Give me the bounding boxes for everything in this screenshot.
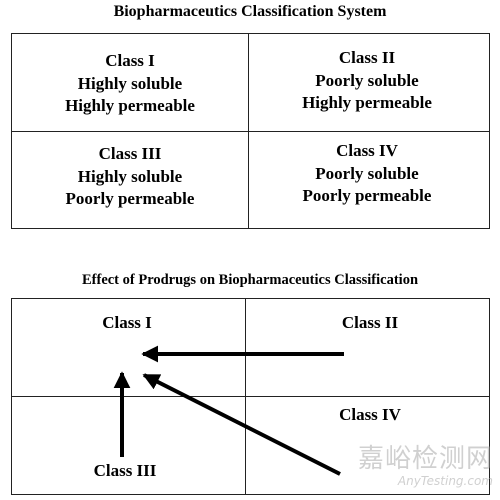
prodrug-label-class-1: Class I (102, 313, 152, 332)
cell-class-name: Class IV (336, 141, 398, 160)
bcs-cell-class-2: Class II Poorly soluble Highly permeable (257, 47, 477, 115)
cell-solubility: Poorly soluble (315, 70, 419, 90)
cell-permeability: Highly permeable (302, 93, 432, 112)
cell-permeability: Poorly permeable (65, 189, 195, 208)
bcs-title: Biopharmaceutics Classification System (113, 3, 387, 20)
prodrug-title: Effect of Prodrugs on Biopharmaceutics C… (81, 272, 419, 288)
prodrug-label-class-2: Class II (341, 313, 399, 332)
cell-class-name: Class II (338, 48, 396, 67)
prodrug-label-class-4: Class IV (339, 405, 401, 424)
prodrug-label-class-3: Class III (93, 461, 157, 480)
bcs-grid (11, 33, 490, 229)
cell-solubility: Highly soluble (77, 166, 183, 186)
bcs-cell-class-3: Class III Highly soluble Poorly permeabl… (20, 143, 240, 211)
prodrug-grid-horizontal-divider (12, 396, 489, 397)
cell-class-name: Class III (98, 144, 162, 163)
cell-permeability: Highly permeable (65, 96, 195, 115)
watermark: 嘉峪检测网 AnyTesting.com (333, 444, 493, 488)
bcs-cell-class-1: Class I Highly soluble Highly permeable (20, 50, 240, 118)
bcs-grid-horizontal-divider (12, 131, 489, 132)
cell-permeability: Poorly permeable (302, 186, 432, 205)
watermark-english: AnyTesting.com (397, 474, 493, 488)
watermark-chinese: 嘉峪检测网 (357, 444, 493, 474)
cell-solubility: Highly soluble (77, 73, 183, 93)
bcs-cell-class-4: Class IV Poorly soluble Poorly permeable (257, 140, 477, 208)
cell-class-name: Class I (105, 51, 155, 70)
cell-solubility: Poorly soluble (315, 163, 419, 183)
